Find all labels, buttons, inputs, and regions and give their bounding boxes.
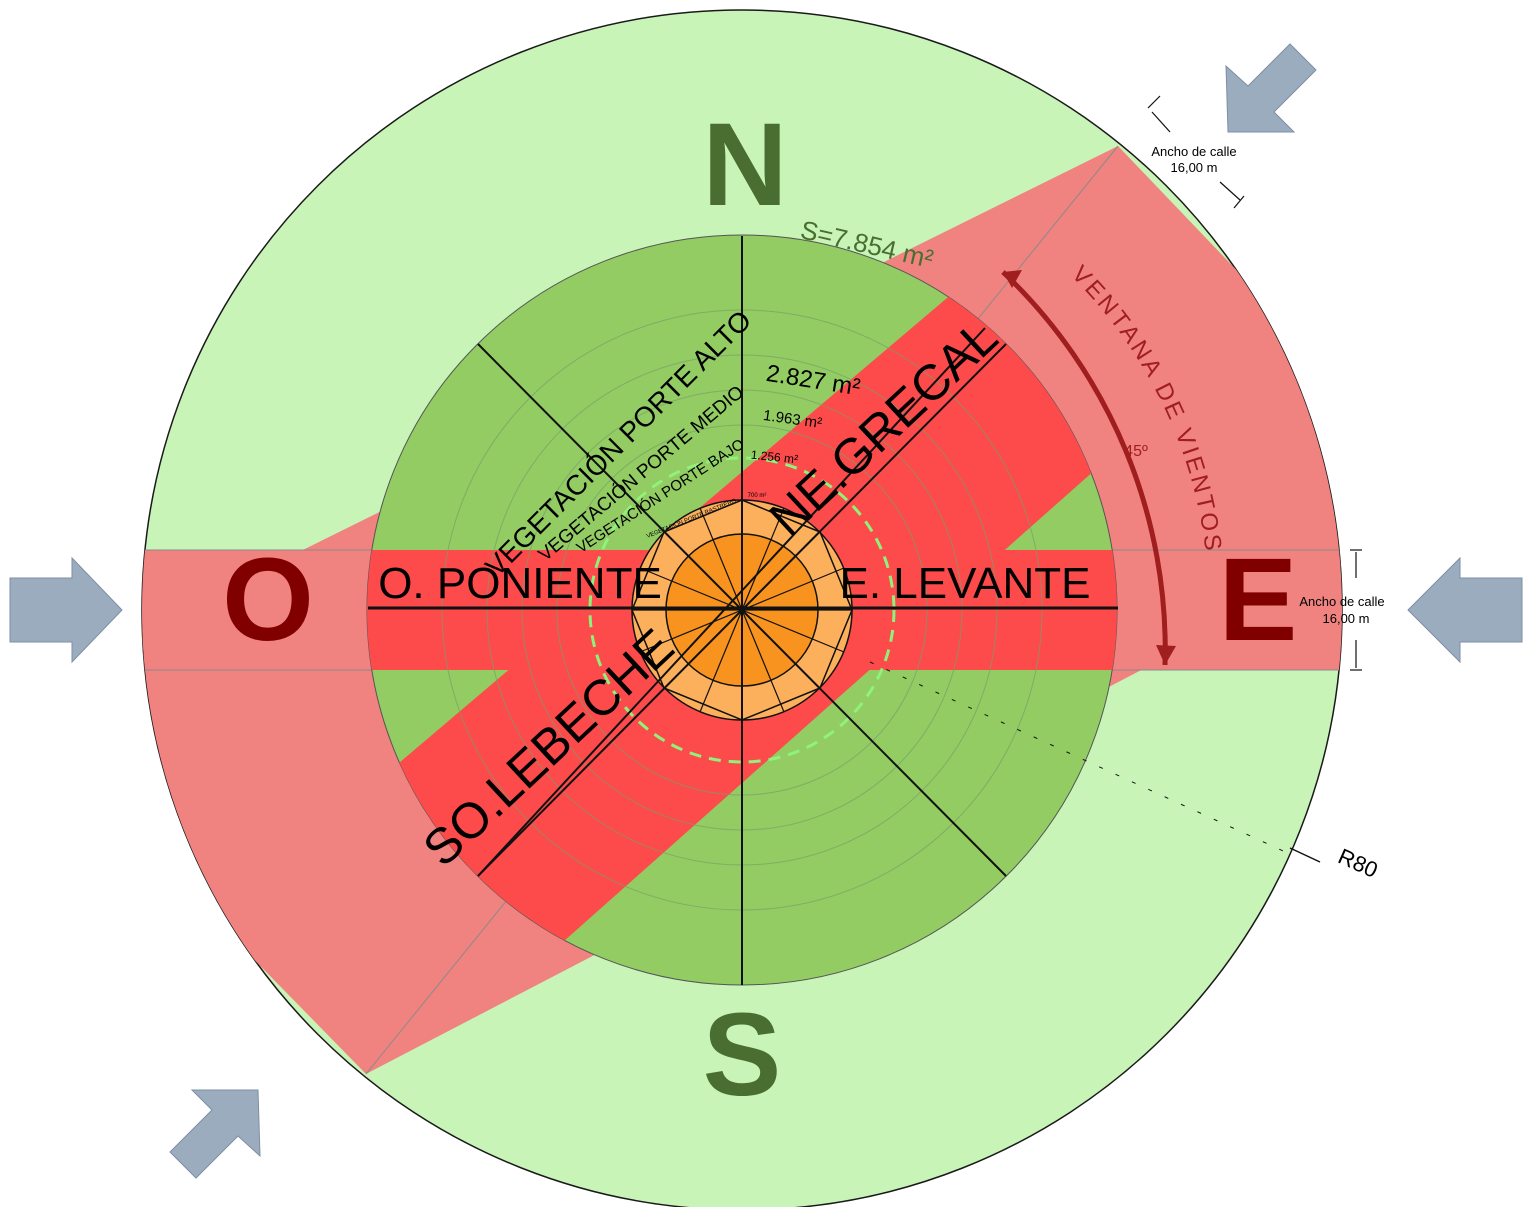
street-width-right-value: 16,00 m bbox=[1323, 611, 1370, 626]
wind-window bbox=[1001, 270, 1176, 666]
street-width-top-label: Ancho de calle bbox=[1151, 144, 1236, 159]
arrow-northeast-icon bbox=[1225, 43, 1317, 133]
wind-arrows bbox=[9, 43, 1523, 1179]
arrow-southwest-icon bbox=[169, 1089, 261, 1179]
street-width-right-label: Ancho de calle bbox=[1299, 594, 1384, 609]
dashed-ring bbox=[588, 456, 896, 764]
street-dim-top bbox=[1147, 95, 1245, 209]
vegetation-bajo-area: 1.256 m² bbox=[750, 448, 799, 467]
street-width-top-value: 16,00 m bbox=[1171, 160, 1218, 175]
cardinal-north: N bbox=[702, 99, 787, 231]
wind-zone-east-label: E. LEVANTE bbox=[839, 559, 1090, 608]
arrow-west-icon bbox=[9, 556, 123, 664]
sector-lines bbox=[368, 236, 1118, 985]
radius-tick bbox=[1289, 847, 1321, 863]
radius-label: R80 bbox=[1335, 844, 1382, 883]
vegetation-rastrero-area: 700 m² bbox=[748, 493, 767, 499]
cardinal-east: E bbox=[1219, 534, 1298, 666]
wind-zone-west-label: O. PONIENTE bbox=[378, 559, 662, 608]
street-dim-right bbox=[1350, 549, 1362, 671]
arrow-east-icon bbox=[1407, 556, 1523, 664]
cardinal-west: O bbox=[222, 534, 314, 666]
wind-window-angle: 45º bbox=[1124, 443, 1148, 460]
cardinal-south: S bbox=[703, 989, 782, 1121]
